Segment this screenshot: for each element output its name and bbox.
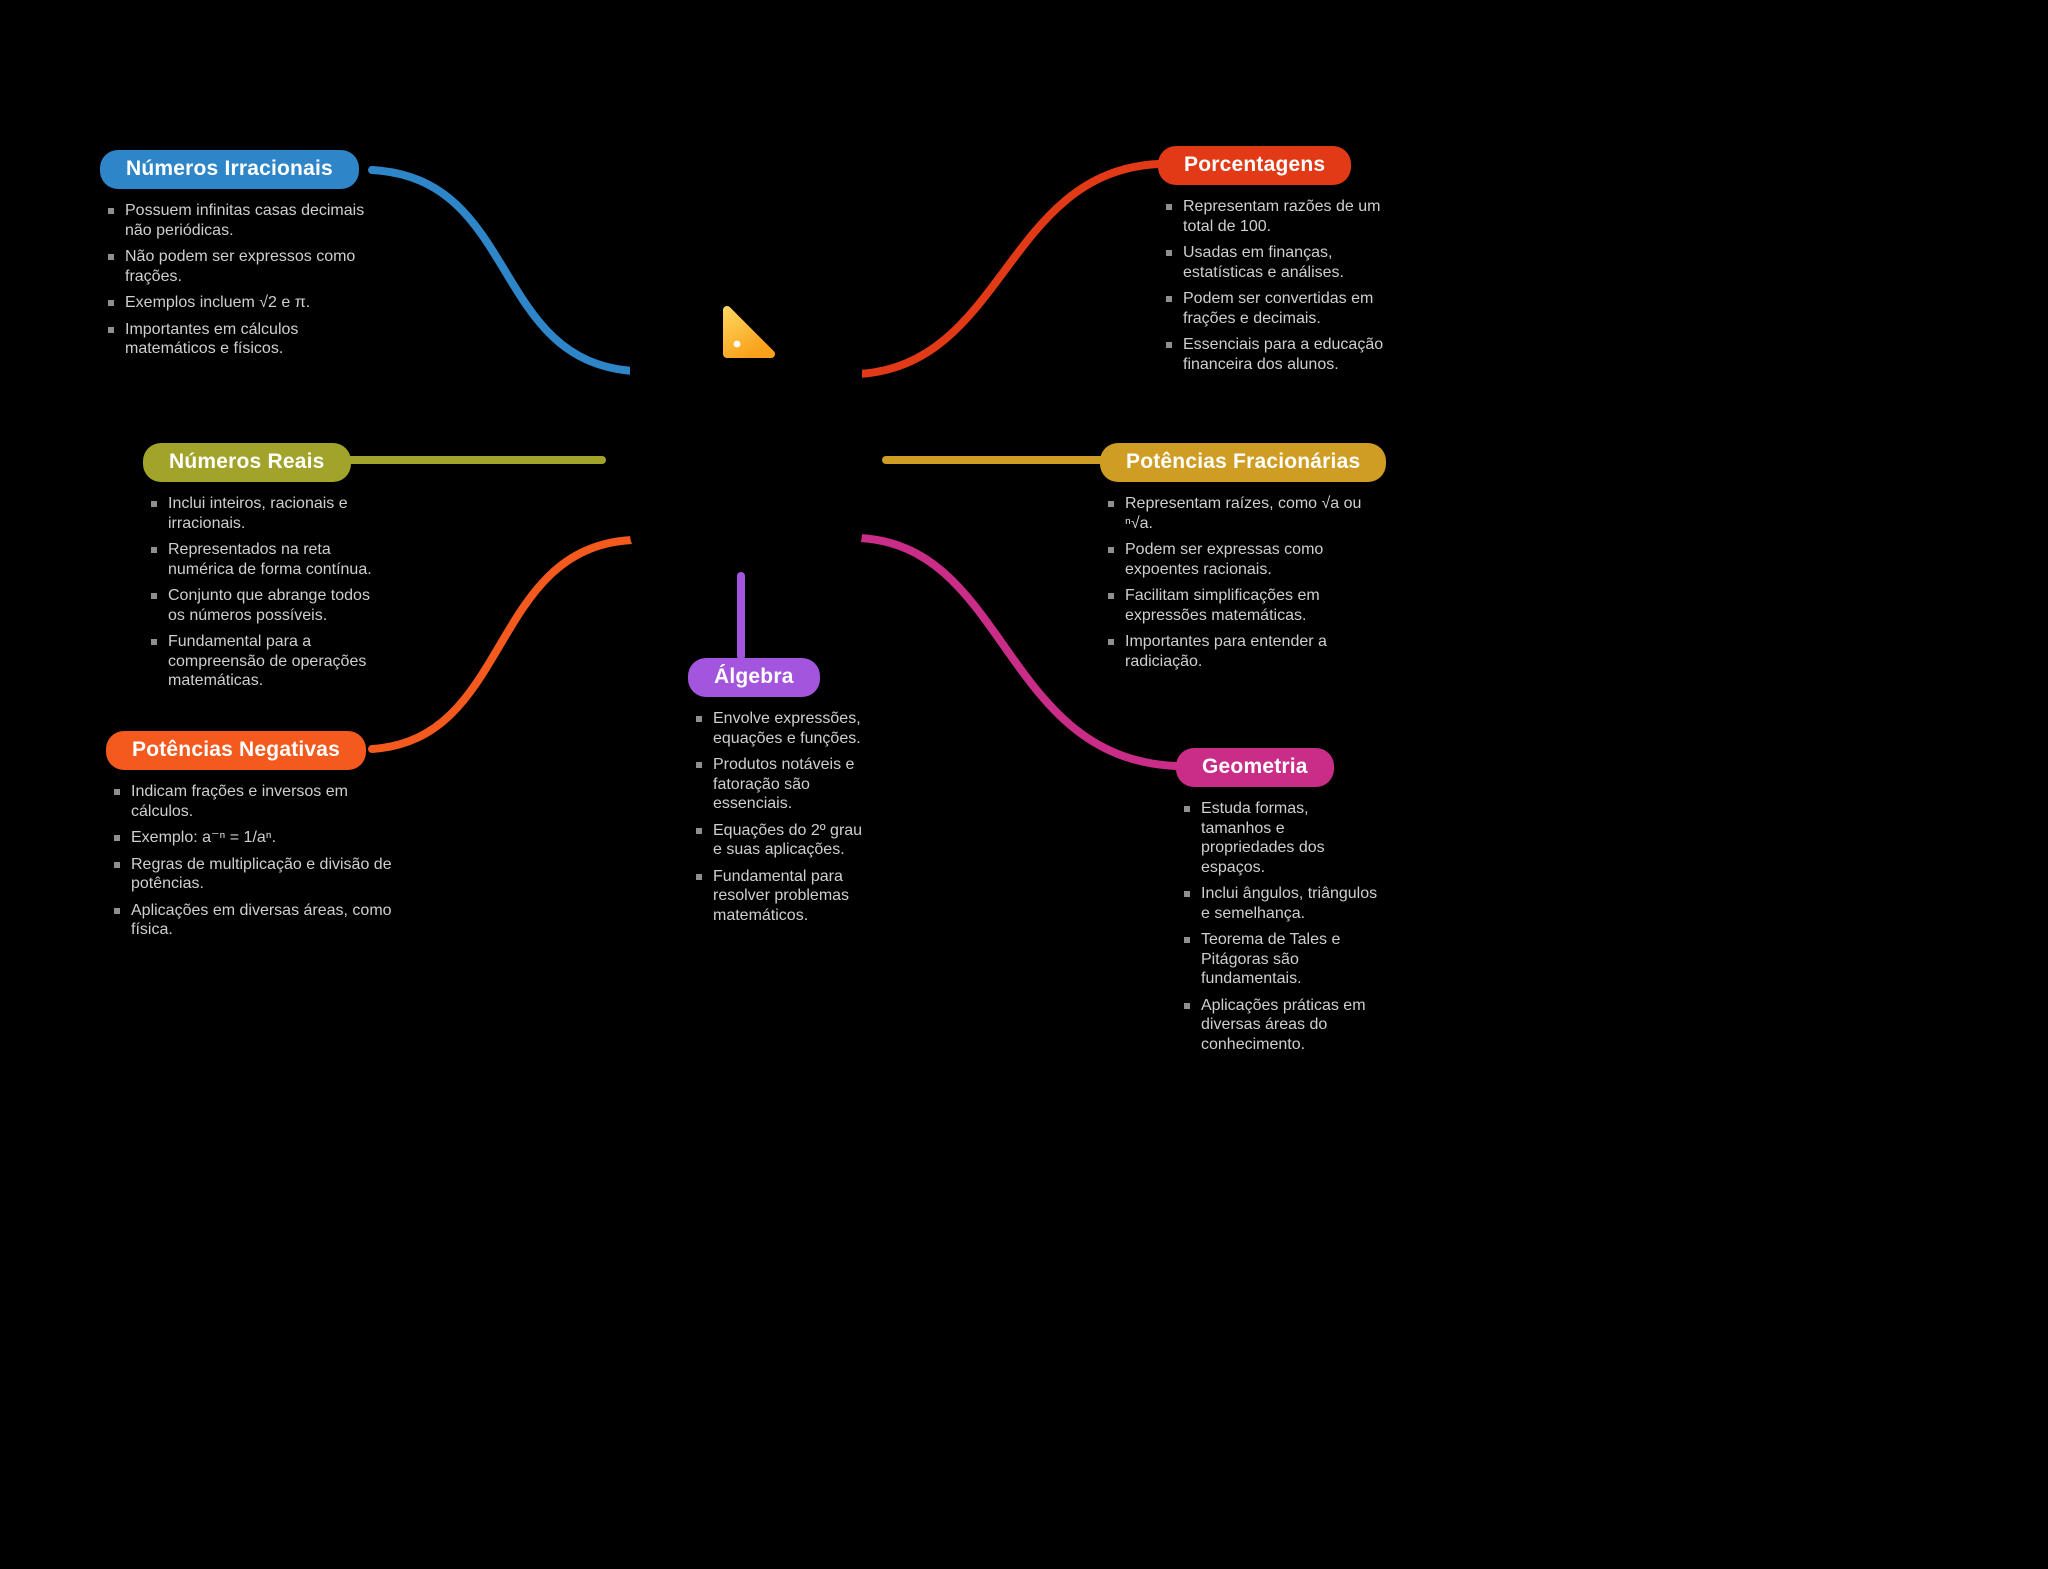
bullet-list-numeros-irracionais: Possuem infinitas casas decimais não per… xyxy=(100,201,376,359)
branch-title-potencias-negativas[interactable]: Potências Negativas xyxy=(106,731,367,770)
bullet-item: Usadas em finanças, estatísticas e análi… xyxy=(1166,243,1384,282)
bullet-item: Importantes em cálculos matemáticos e fí… xyxy=(108,320,376,359)
branch-title-label: Números Reais xyxy=(169,450,325,473)
bullet-item: Podem ser expressas como expoentes racio… xyxy=(1108,540,1376,579)
bullet-item: Regras de multiplicação e divisão de pot… xyxy=(114,855,396,894)
branch-title-label: Potências Fracionárias xyxy=(1126,450,1361,473)
bullet-item: Fundamental para resolver problemas mate… xyxy=(696,867,868,926)
connector-numeros-irracionais xyxy=(368,166,638,375)
bullet-item: Inclui inteiros, racionais e irracionais… xyxy=(151,494,386,533)
bullet-item: Essenciais para a educação financeira do… xyxy=(1166,335,1384,374)
bullet-item: Produtos notáveis e fatoração são essenc… xyxy=(696,755,868,814)
branch-title-label: Potências Negativas xyxy=(132,738,341,761)
branch-title-label: Álgebra xyxy=(714,665,794,688)
bullet-item: Representam raízes, como √a ou ⁿ√a. xyxy=(1108,494,1376,533)
bullet-item: Inclui ângulos, triângulos e semelhança. xyxy=(1184,884,1382,923)
bullet-list-potencias-negativas: Indicam frações e inversos em cálculos. … xyxy=(106,782,396,940)
bullet-list-potencias-fracionarias: Representam raízes, como √a ou ⁿ√a. Pode… xyxy=(1100,494,1376,671)
connector-porcentagens xyxy=(854,160,1162,378)
branch-title-algebra[interactable]: Álgebra xyxy=(688,658,820,697)
bullet-item: Indicam frações e inversos em cálculos. xyxy=(114,782,396,821)
bullet-item: Teorema de Tales e Pitágoras são fundame… xyxy=(1184,930,1382,989)
bullet-list-algebra: Envolve expressões, equações e funções. … xyxy=(688,709,868,925)
connector-geometria xyxy=(856,534,1180,770)
bullet-item: Facilitam simplificações em expressões m… xyxy=(1108,586,1376,625)
bullet-item: Representam razões de um total de 100. xyxy=(1166,197,1384,236)
bullet-item: Representados na reta numérica de forma … xyxy=(151,540,386,579)
bullet-list-porcentagens: Representam razões de um total de 100. U… xyxy=(1158,197,1384,374)
bullet-item: Equações do 2º grau e suas aplicações. xyxy=(696,821,868,860)
bullet-list-geometria: Estuda formas, tamanhos e propriedades d… xyxy=(1176,799,1382,1054)
branch-geometria: Geometria Estuda formas, tamanhos e prop… xyxy=(1176,748,1406,1061)
branch-title-numeros-reais[interactable]: Números Reais xyxy=(143,443,351,482)
bullet-item: Envolve expressões, equações e funções. xyxy=(696,709,868,748)
branch-algebra: Álgebra Envolve expressões, equações e f… xyxy=(688,658,888,932)
bullet-item: Estuda formas, tamanhos e propriedades d… xyxy=(1184,799,1382,877)
branch-porcentagens: Porcentagens Representam razões de um to… xyxy=(1158,146,1398,381)
branch-potencias-negativas: Potências Negativas Indicam frações e in… xyxy=(106,731,406,947)
bullet-item: Aplicações práticas em diversas áreas do… xyxy=(1184,996,1382,1055)
central-node[interactable] xyxy=(630,288,862,560)
connector-potencias-negativas xyxy=(368,536,636,753)
branch-title-porcentagens[interactable]: Porcentagens xyxy=(1158,146,1352,185)
branch-title-label: Números Irracionais xyxy=(126,157,333,180)
bullet-item: Conjunto que abrange todos os números po… xyxy=(151,586,386,625)
bullet-item: Podem ser convertidas em frações e decim… xyxy=(1166,289,1384,328)
triangle-ruler-icon xyxy=(723,306,775,358)
branch-potencias-fracionarias: Potências Fracionárias Representam raíze… xyxy=(1100,443,1400,678)
bullet-item: Aplicações em diversas áreas, como físic… xyxy=(114,901,396,940)
branch-title-numeros-irracionais[interactable]: Números Irracionais xyxy=(100,150,359,189)
branch-title-geometria[interactable]: Geometria xyxy=(1176,748,1334,787)
bullet-item: Importantes para entender a radiciação. xyxy=(1108,632,1376,671)
bullet-item: Fundamental para a compreensão de operaç… xyxy=(151,632,386,691)
branch-numeros-irracionais: Números Irracionais Possuem infinitas ca… xyxy=(100,150,400,366)
branch-numeros-reais: Números Reais Inclui inteiros, racionais… xyxy=(143,443,403,698)
bullet-item: Possuem infinitas casas decimais não per… xyxy=(108,201,376,240)
bullet-item: Exemplos incluem √2 e π. xyxy=(108,293,376,313)
bullet-list-numeros-reais: Inclui inteiros, racionais e irracionais… xyxy=(143,494,386,691)
branch-title-potencias-fracionarias[interactable]: Potências Fracionárias xyxy=(1100,443,1387,482)
branch-title-label: Porcentagens xyxy=(1184,153,1326,176)
bullet-item: Exemplo: a⁻ⁿ = 1/aⁿ. xyxy=(114,828,396,848)
branch-title-label: Geometria xyxy=(1202,755,1308,778)
bullet-item: Não podem ser expressos como frações. xyxy=(108,247,376,286)
